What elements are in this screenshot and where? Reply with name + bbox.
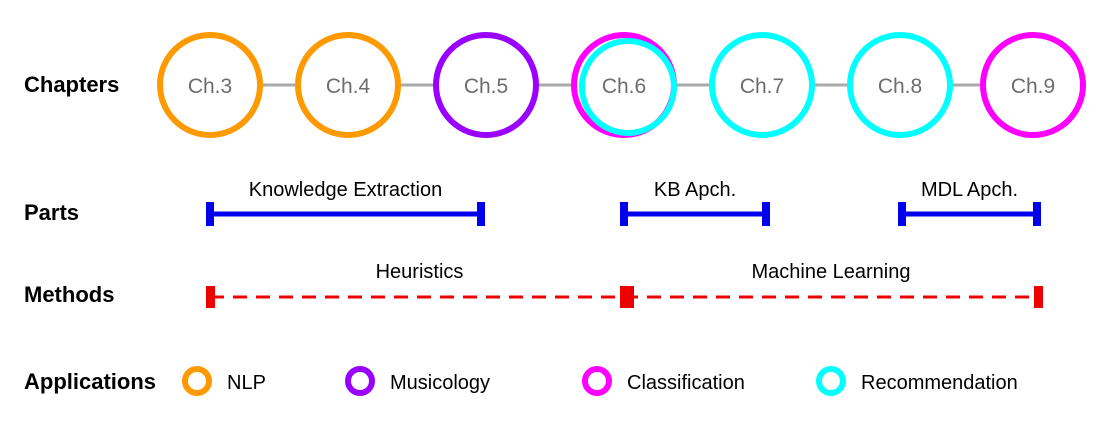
chapter-label: Ch.9: [1011, 75, 1055, 98]
chapter-ring-ch7-recommendation: [709, 32, 815, 138]
legend-label: Musicology: [390, 372, 490, 394]
recommendation-ring-icon: [816, 366, 846, 396]
chapter-ring-ch5-musicology: [433, 32, 539, 138]
classification-ring-icon: [582, 366, 612, 396]
nlp-ring-icon: [182, 366, 212, 396]
part-span: Knowledge Extraction: [206, 179, 485, 226]
chapter-label: Ch.4: [326, 75, 371, 98]
part-start-cap: [898, 202, 906, 226]
part-end-cap: [477, 202, 485, 226]
part-start-cap: [206, 202, 214, 226]
part-label: KB Apch.: [654, 179, 736, 201]
chapter-node: Ch.3: [157, 32, 263, 138]
part-end-cap: [1033, 202, 1041, 226]
legend-label: Classification: [627, 372, 745, 394]
chapter-label: Ch.6: [602, 75, 646, 98]
part-label: Knowledge Extraction: [249, 179, 442, 201]
method-span: Machine Learning: [620, 261, 1043, 308]
legend-item: Classification: [582, 366, 745, 396]
chapter-node: Ch.7: [709, 32, 815, 138]
row-label-chapters: Chapters: [24, 72, 119, 97]
chapter-label: Ch.5: [464, 75, 508, 98]
method-end-cap: [1034, 286, 1043, 308]
legend-label: NLP: [227, 372, 266, 394]
method-start-cap: [620, 286, 629, 308]
chapter-label: Ch.3: [188, 75, 232, 98]
row-label-parts: Parts: [24, 200, 79, 225]
applications-legend: NLP Musicology Classification Recommendatio…: [182, 366, 1018, 396]
chapter-node: Ch.4: [295, 32, 401, 138]
part-span: MDL Apch.: [898, 179, 1041, 226]
row-label-applications: Applications: [24, 369, 156, 394]
legend-item: Musicology: [345, 366, 490, 396]
chapter-node: Ch.6: [571, 32, 677, 138]
chapter-ring-ch6-recommendation: [579, 38, 677, 136]
chapter-ring-ch8-recommendation: [847, 32, 953, 138]
chapter-label: Ch.8: [878, 75, 922, 98]
musicology-ring-icon: [345, 366, 375, 396]
chapter-node: Ch.9: [980, 32, 1086, 138]
method-label: Machine Learning: [752, 261, 911, 283]
part-span: KB Apch.: [620, 179, 770, 226]
method-label: Heuristics: [376, 261, 464, 283]
chapters-row: Ch.3 Ch.4 Ch.5 Ch.6 Ch.7 Ch.8 Ch.9: [157, 32, 1086, 138]
legend-item: Recommendation: [816, 366, 1018, 396]
methods-row: Heuristics Machine Learning: [206, 261, 1043, 308]
part-start-cap: [620, 202, 628, 226]
method-start-cap: [206, 286, 215, 308]
row-label-methods: Methods: [24, 282, 114, 307]
part-label: MDL Apch.: [921, 179, 1018, 201]
parts-row: Knowledge Extraction KB Apch. MDL Apch.: [206, 179, 1041, 226]
chapter-node: Ch.5: [433, 32, 539, 138]
chapter-ring-ch9-classification: [980, 32, 1086, 138]
legend-item: NLP: [182, 366, 266, 396]
method-span: Heuristics: [206, 261, 634, 308]
chapter-ring-ch3-nlp: [157, 32, 263, 138]
legend-label: Recommendation: [861, 372, 1018, 394]
part-end-cap: [762, 202, 770, 226]
chapter-label: Ch.7: [740, 75, 784, 98]
chapter-node: Ch.8: [847, 32, 953, 138]
chapter-ring-ch4-nlp: [295, 32, 401, 138]
